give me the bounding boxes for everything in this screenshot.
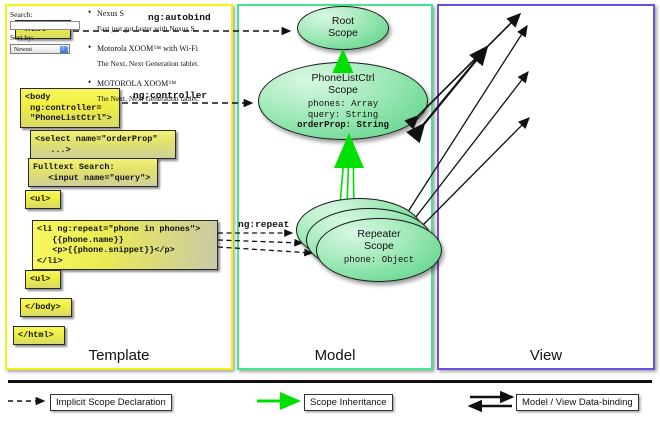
legend-label-implicit-scope-declaration: Implicit Scope Declaration <box>50 394 172 411</box>
view-form: Search: Sort by: Newest <box>10 10 82 54</box>
legend: Implicit Scope Declaration Scope Inherit… <box>0 378 660 421</box>
list-item: Motorola XOOM™ with Wi-Fi The Next, Next… <box>88 42 214 69</box>
phone-snippet: The Next, Next Generation tablet. <box>97 59 200 68</box>
phone-name: Nexus S <box>88 7 214 19</box>
scope-phonelistctrl-orderprop: orderProp: String <box>297 120 389 130</box>
phone-name: Motorola XOOM™ with Wi-Fi <box>88 42 214 54</box>
phone-snippet: The Next, Next Generation tablet. <box>97 94 200 103</box>
sort-select-value: Newest <box>14 47 32 53</box>
scope-phonelistctrl-title: PhoneListCtrl Scope <box>311 72 375 96</box>
scope-phonelistctrl: PhoneListCtrl Scope phones: Array query:… <box>258 62 428 140</box>
sort-select[interactable]: Newest <box>10 44 70 54</box>
scope-repeater-title: Repeater Scope <box>357 228 401 252</box>
scope-phonelistctrl-props: phones: Array query: String <box>307 99 379 120</box>
legend-label-model-view-databinding: Model / View Data-binding <box>516 394 639 411</box>
panel-model: Model <box>237 4 433 370</box>
phone-name: MOTOROLA XOOM™ <box>88 77 214 89</box>
ng-autobind-label: ng:autobind <box>148 12 211 23</box>
template-box-fulltext-search: Fulltext Search: <input name="query"> <box>28 158 158 187</box>
panel-view-label: View <box>529 347 563 364</box>
scope-root-title: Root Scope <box>328 15 358 39</box>
template-box-li-ngrepeat: <li ng:repeat="phone in phones"> {{phone… <box>32 220 218 270</box>
template-box-body-controller: <body ng:controller= "PhoneListCtrl"> <box>20 88 120 128</box>
scope-repeater-props: phone: Object <box>343 255 415 265</box>
template-box-select-orderprop: <select name="orderProp" ...> <box>30 130 176 159</box>
sort-label: Sort by: <box>10 33 34 42</box>
panel-view: View <box>437 4 655 370</box>
scope-repeater: Repeater Scope phone: Object <box>316 218 442 282</box>
panel-model-label: Model <box>314 347 356 364</box>
phone-list: Nexus S Fast just got faster with Nexus … <box>88 7 214 113</box>
chevron-updown-icon <box>60 45 68 53</box>
scope-root: Root Scope <box>297 6 389 50</box>
ng-controller-label: ng:controller <box>133 90 208 101</box>
template-box-ul-open: <ul> <box>25 190 61 209</box>
template-box-html-close: </html> <box>13 326 65 345</box>
list-item: Nexus S Fast just got faster with Nexus … <box>88 7 214 34</box>
legend-label-scope-inheritance: Scope Inheritance <box>304 394 393 411</box>
list-item: MOTOROLA XOOM™ The Next, Next Generation… <box>88 77 214 104</box>
search-label: Search: <box>10 10 33 19</box>
search-input[interactable] <box>10 21 80 30</box>
template-box-ul-close: <ul> <box>25 270 61 289</box>
legend-divider <box>8 380 652 383</box>
phone-snippet: Fast just got faster with Nexus S. <box>97 24 197 33</box>
ng-repeat-label: ng:repeat <box>238 219 290 230</box>
template-box-body-close: </body> <box>20 298 72 317</box>
panel-template-label: Template <box>88 347 150 364</box>
